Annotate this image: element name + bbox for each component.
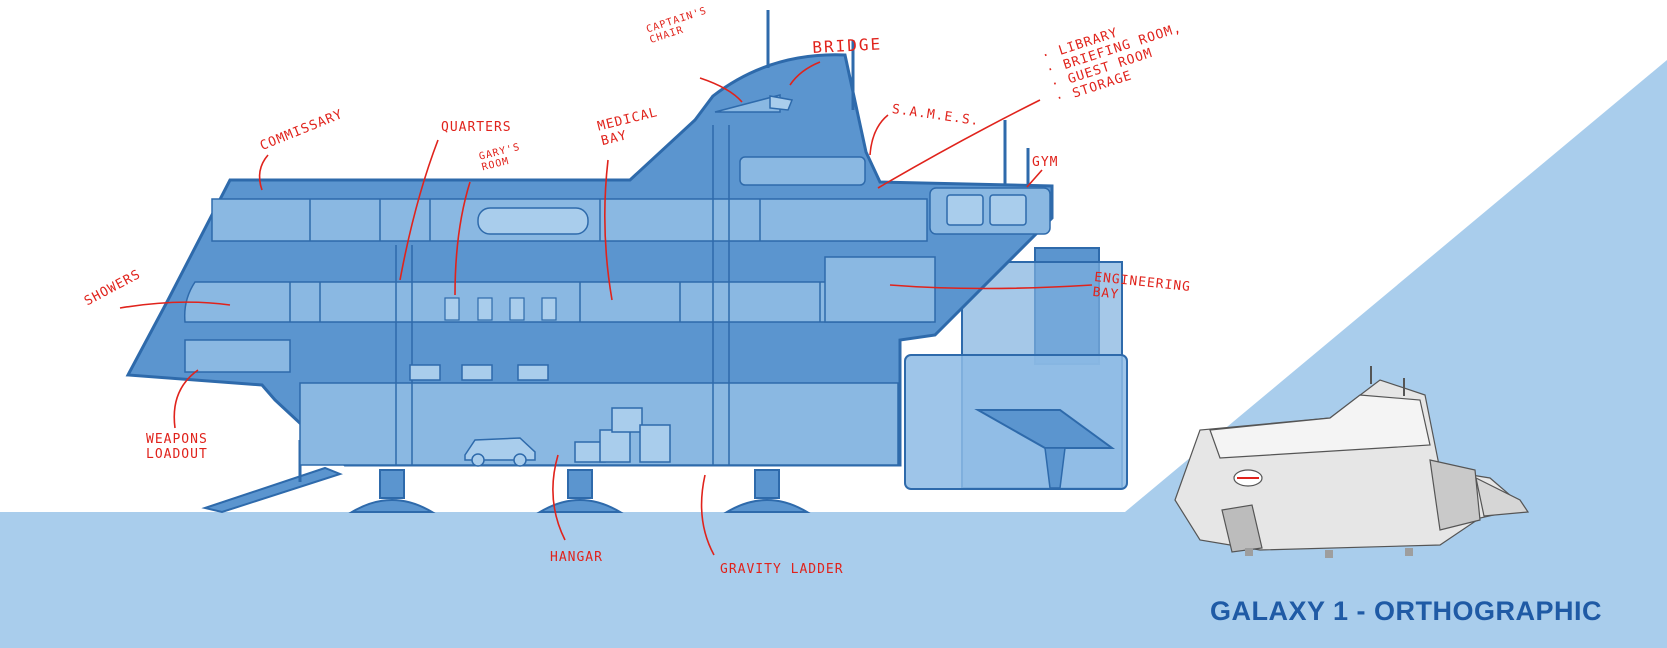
engineering-block [904, 247, 1128, 490]
weapon-turrets [409, 364, 549, 381]
quarters-doors [444, 297, 557, 321]
label-gym: GYM [1032, 155, 1059, 170]
gravity-ladders [395, 125, 730, 465]
label-hangar: HANGAR [550, 550, 603, 565]
page-title: GALAXY 1 - ORTHOGRAPHIC [1210, 596, 1603, 626]
landing-gear [348, 469, 811, 513]
annotation-arrows [119, 61, 1093, 556]
gym-windows [946, 194, 1027, 226]
ship-3d-render-icon [1174, 366, 1530, 558]
room-dividers [289, 199, 821, 322]
landing-ramp [201, 466, 343, 514]
lounge-window [477, 207, 589, 235]
hangar-cargo [464, 407, 671, 467]
label-quarters: QUARTERS [441, 120, 512, 135]
label-bridge: BRIDGE [811, 34, 883, 57]
label-weapons-loadout: WEAPONS LOADOUT [146, 432, 208, 462]
label-gravity-ladder: GRAVITY LADDER [720, 562, 844, 577]
bridge-detail [766, 10, 1030, 186]
